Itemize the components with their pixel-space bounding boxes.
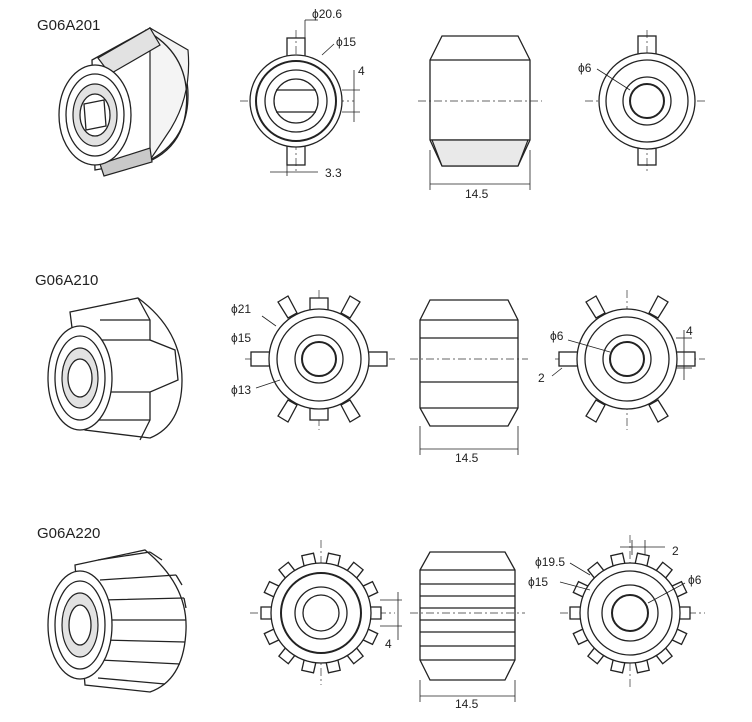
label-bore: ϕ6 bbox=[550, 329, 564, 343]
label-length: 14.5 bbox=[455, 697, 479, 711]
part-title: G06A210 bbox=[35, 272, 98, 289]
label-d-mid: ϕ15 bbox=[528, 575, 548, 589]
label-d-mid: ϕ15 bbox=[336, 35, 356, 49]
front-view: 4 bbox=[250, 540, 402, 685]
label-d-inner: ϕ13 bbox=[231, 383, 251, 397]
label-tooth: 2 bbox=[538, 371, 545, 385]
side-view: 14.5 bbox=[410, 551, 525, 711]
label-length: 14.5 bbox=[455, 451, 479, 465]
part-g06a210: G06A210 bbox=[35, 272, 705, 465]
part-g06a201: G06A201 ϕ20.6 bbox=[37, 7, 705, 201]
label-bore: ϕ6 bbox=[688, 573, 702, 587]
label-d-outer: ϕ19.5 bbox=[535, 555, 565, 569]
iso-view bbox=[58, 26, 190, 177]
part-title: G06A220 bbox=[37, 525, 100, 542]
label-length: 14.5 bbox=[465, 187, 489, 201]
iso-view bbox=[47, 549, 187, 693]
side-view: 14.5 bbox=[418, 35, 542, 201]
label-lug: 3.3 bbox=[325, 166, 342, 180]
label-flat: 4 bbox=[686, 324, 693, 338]
label-d-outer: ϕ20.6 bbox=[312, 7, 342, 21]
back-view: ϕ6 bbox=[578, 30, 705, 172]
iso-view bbox=[47, 297, 183, 441]
side-view: 14.5 bbox=[410, 299, 528, 465]
label-tooth: 2 bbox=[672, 544, 679, 558]
back-view: ϕ6 4 2 bbox=[538, 290, 705, 430]
front-view: ϕ21 ϕ15 ϕ13 bbox=[231, 290, 395, 430]
part-g06a220: G06A220 4 bbox=[37, 525, 705, 711]
label-flat: 4 bbox=[358, 64, 365, 78]
front-view: ϕ20.6 ϕ15 4 3.3 bbox=[240, 7, 365, 180]
label-d-outer: ϕ21 bbox=[231, 302, 251, 316]
part-title: G06A201 bbox=[37, 17, 100, 34]
label-bore: ϕ6 bbox=[578, 61, 592, 75]
label-flat: 4 bbox=[385, 637, 392, 651]
label-d-mid: ϕ15 bbox=[231, 331, 251, 345]
back-view: ϕ19.5 ϕ15 ϕ6 2 bbox=[528, 535, 705, 690]
